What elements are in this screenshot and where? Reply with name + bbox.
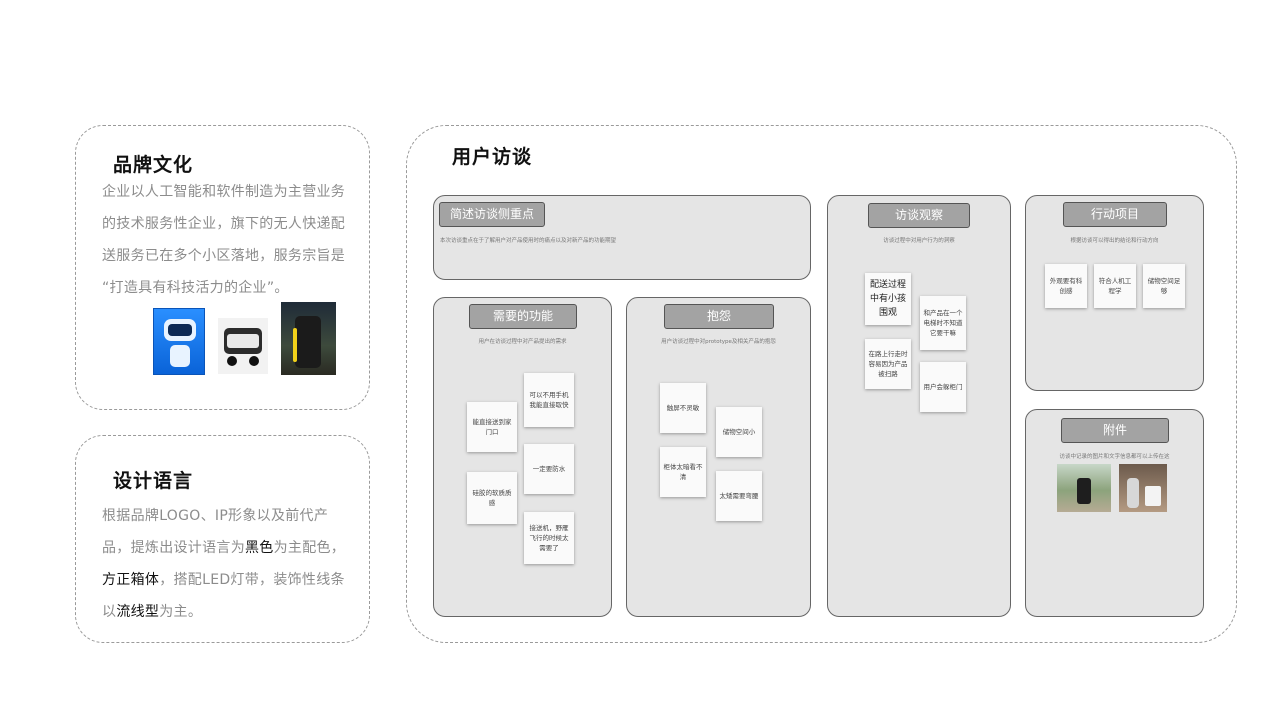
design-text: 以 (102, 604, 117, 620)
design-language-card (75, 435, 370, 643)
complaints-note: 用户访谈过程中对prototype及相关产品的抱怨 (661, 339, 776, 345)
attachment-photo-indoor[interactable] (1119, 464, 1167, 512)
brand-line-1: 企业以人工智能和软件制造为主营业务 (102, 184, 346, 200)
feature-sticky-silicone: 硅胶的软质质感 (467, 472, 517, 524)
brand-culture-text: 企业以人工智能和软件制造为主营业务 的技术服务性企业，旗下的无人快递配 送服务已… (102, 176, 345, 304)
focus-tag: 简述访谈侧重点 (439, 202, 545, 227)
user-interview-title: 用户访谈 (452, 146, 533, 168)
observation-sticky-elevator: 和产品在一个电梯时不知道它要干嘛 (920, 296, 966, 350)
design-line-4: 以流线型为主。 (102, 596, 345, 628)
brand-line-2: 的技术服务性企业，旗下的无人快递配 (102, 216, 346, 232)
actions-tag: 行动项目 (1063, 202, 1167, 227)
focus-note: 本次访谈重点在于了解用户对产品使用时的痛点以及对新产品的功能期望 (440, 238, 617, 244)
design-text: 为主配色， (273, 540, 346, 556)
complaint-sticky-short: 太矮需要弯腰 (716, 471, 762, 521)
robot-mascot-image (153, 308, 205, 375)
delivery-robot-image (218, 318, 268, 374)
design-line-3: 方正箱体，搭配LED灯带，装饰性线条 (102, 564, 345, 596)
complaint-sticky-dark: 柜体太暗看不清 (660, 447, 706, 497)
feature-sticky-waterproof: 一定要防水 (524, 444, 574, 494)
observation-panel: 访谈观察 访谈过程中对用户行为的洞察 (827, 195, 1011, 617)
brand-line-3: 送服务已在多个小区落地，服务宗旨是 (102, 248, 346, 264)
feature-sticky-no-phone: 可以不用手机我能直接取快 (524, 373, 574, 427)
design-line-1: 根据品牌LOGO、IP形象以及前代产 (102, 508, 329, 524)
action-sticky-tech-look: 外观要有科创感 (1045, 264, 1087, 308)
design-text: 为主。 (159, 604, 203, 620)
observation-sticky-road: 在路上行走时容易因为产品被扫路 (865, 339, 911, 389)
observation-sticky-door: 用户会躲柜门 (920, 362, 966, 412)
focus-panel: 简述访谈侧重点 本次访谈重点在于了解用户对产品使用时的痛点以及对新产品的功能期望 (433, 195, 811, 280)
attachments-panel: 附件 访谈中记录的图片和文字信息都可以上传在这 (1025, 409, 1204, 617)
design-keyword-streamline: 流线型 (116, 604, 160, 620)
complaint-sticky-storage: 储物空间小 (716, 407, 762, 457)
observation-note: 访谈过程中对用户行为的洞察 (883, 238, 955, 244)
observation-tag: 访谈观察 (868, 203, 970, 228)
brand-line-4: “打造具有科技活力的企业”。 (102, 280, 289, 296)
complaints-panel: 抱怨 用户访谈过程中对prototype及相关产品的抱怨 (626, 297, 811, 617)
design-line-2: 品，提炼出设计语言为黑色为主配色， (102, 532, 345, 564)
observation-sticky-children: 配送过程中有小孩围观 (865, 273, 911, 325)
brand-culture-title: 品牌文化 (113, 154, 194, 176)
attachments-note: 访谈中记录的图片和文字信息都可以上传在这 (1059, 454, 1170, 460)
design-language-title: 设计语言 (113, 470, 194, 492)
features-tag: 需要的功能 (469, 304, 577, 329)
features-note: 用户在访谈过程中对产品提出的需求 (478, 339, 567, 345)
complaints-tag: 抱怨 (664, 304, 774, 329)
design-language-text: 根据品牌LOGO、IP形象以及前代产 品，提炼出设计语言为黑色为主配色， 方正箱… (102, 500, 345, 628)
smart-locker-image (281, 302, 336, 375)
actions-note: 根据访谈可以得出的结论和行动方向 (1070, 238, 1159, 244)
design-keyword-black: 黑色 (245, 540, 274, 556)
attachment-photo-street[interactable] (1057, 464, 1111, 512)
complaint-sticky-touchscreen: 触屏不灵敏 (660, 383, 706, 433)
design-text: 品，提炼出设计语言为 (102, 540, 245, 556)
action-sticky-storage: 储物空间足够 (1143, 264, 1185, 308)
attachments-tag: 附件 (1061, 418, 1169, 443)
action-sticky-ergonomics: 符合人机工程学 (1094, 264, 1136, 308)
design-keyword-box: 方正箱体 (102, 572, 160, 588)
features-panel: 需要的功能 用户在访谈过程中对产品提出的需求 (433, 297, 612, 617)
design-text: ，搭配LED灯带，装饰性线条 (159, 572, 345, 588)
feature-sticky-pickup: 接送机，野雁飞行的时候太需要了 (524, 512, 574, 564)
feature-sticky-door-delivery: 能直接送到家门口 (467, 402, 517, 452)
